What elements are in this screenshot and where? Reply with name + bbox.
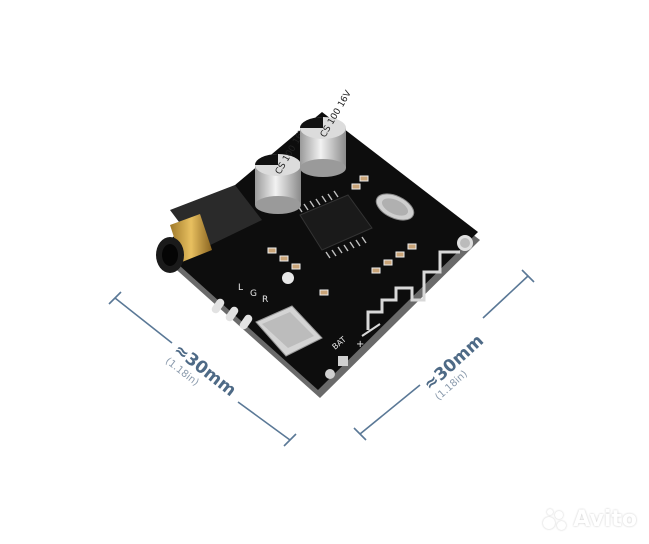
- dimension-line-left: [108, 291, 297, 447]
- pin-label-l: L: [238, 283, 243, 293]
- mounting-hole: [282, 272, 294, 284]
- pin-label-r: R: [262, 295, 268, 305]
- battery-pad-positive: [338, 356, 348, 366]
- battery-pad-negative: [325, 369, 335, 379]
- pcb-board: [160, 112, 478, 390]
- avito-watermark: Avito: [543, 507, 637, 532]
- dimension-line-right: [353, 269, 535, 441]
- pcb-antenna-trace: [366, 250, 460, 330]
- pin-label-g: G: [250, 289, 257, 299]
- audio-jack-3-5mm: [156, 185, 262, 273]
- micro-usb-port: [255, 305, 323, 357]
- avito-wordmark: Avito: [573, 507, 637, 532]
- bluetooth-ic-chip: [299, 194, 373, 251]
- plus-sign: +: [356, 339, 364, 350]
- avito-logo-icon: [543, 508, 569, 531]
